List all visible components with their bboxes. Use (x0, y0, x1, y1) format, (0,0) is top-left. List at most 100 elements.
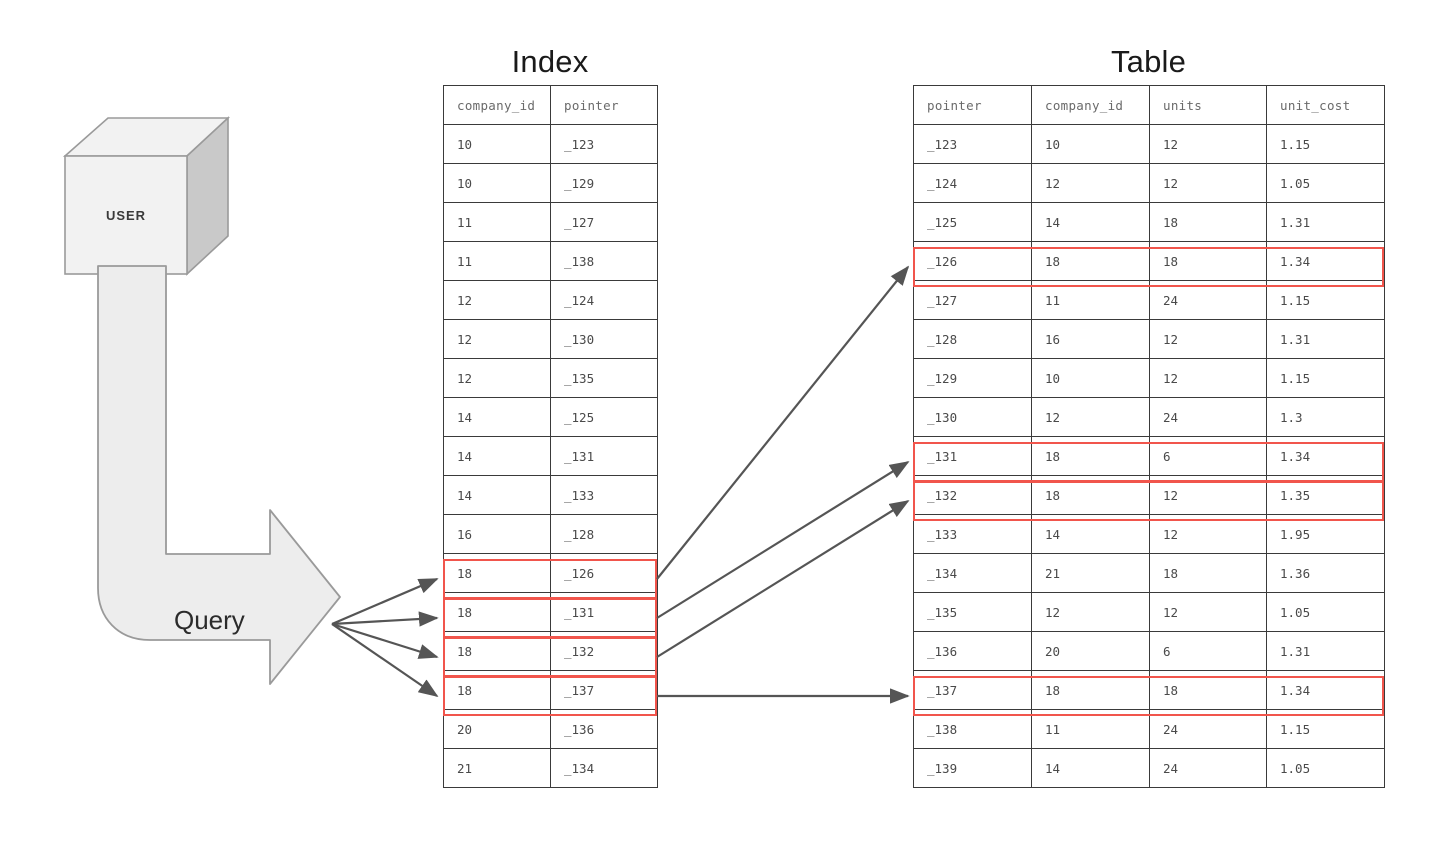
cell-company-id: 14 (443, 397, 551, 437)
cell-company-id: 11 (443, 241, 551, 281)
table-row: 10_123 (443, 124, 658, 164)
cell-company-id: 12 (1031, 592, 1150, 632)
cell-unit-cost: 1.3 (1266, 397, 1385, 437)
cell-units: 12 (1149, 358, 1267, 398)
cell-units: 12 (1149, 319, 1267, 359)
table-row: 10_129 (443, 163, 658, 203)
query-to-index-137 (331, 623, 439, 697)
table-row: 11_127 (443, 202, 658, 242)
cell-pointer: _124 (913, 163, 1032, 203)
cell-pointer: _124 (550, 280, 658, 320)
query-label: Query (174, 605, 245, 635)
cell-company-id: 12 (443, 358, 551, 398)
cell-units: 24 (1149, 280, 1267, 320)
index-header-row: company_id pointer (443, 85, 658, 125)
cell-pointer: _129 (913, 358, 1032, 398)
index-126-to-table-126 (656, 265, 910, 580)
cell-pointer: _130 (913, 397, 1032, 437)
cell-unit-cost: 1.36 (1266, 553, 1385, 593)
cell-company-id: 11 (443, 202, 551, 242)
index-131-to-table-131 (656, 461, 910, 619)
cell-company-id: 14 (1031, 748, 1150, 788)
cell-company-id: 14 (443, 475, 551, 515)
data-table-title: Table (1110, 44, 1187, 79)
cell-pointer: _134 (913, 553, 1032, 593)
cell-company-id: 12 (443, 319, 551, 359)
cell-company-id: 21 (443, 748, 551, 788)
user-actor-cube: USER (60, 108, 235, 278)
cell-pointer: _127 (550, 202, 658, 242)
table-row: 12_130 (443, 319, 658, 359)
table-row: 21_134 (443, 748, 658, 788)
cell-unit-cost: 1.31 (1266, 202, 1385, 242)
cell-pointer: _136 (913, 631, 1032, 671)
cell-units: 12 (1149, 124, 1267, 164)
index-table: company_id pointer 10_123 10_129 11_127 … (443, 85, 658, 788)
cell-unit-cost: 1.05 (1266, 748, 1385, 788)
cell-units: 6 (1149, 631, 1267, 671)
index-table-title: Index (511, 44, 589, 79)
cell-unit-cost: 1.15 (1266, 709, 1385, 749)
cell-pointer: _129 (550, 163, 658, 203)
cell-units: 24 (1149, 397, 1267, 437)
cell-pointer: _131 (550, 436, 658, 476)
cell-company-id: 16 (443, 514, 551, 554)
cell-pointer: _134 (550, 748, 658, 788)
cell-company-id: 14 (443, 436, 551, 476)
cell-pointer: _130 (550, 319, 658, 359)
cell-units: 24 (1149, 748, 1267, 788)
cell-unit-cost: 1.15 (1266, 124, 1385, 164)
data-col-unit-cost: unit_cost (1266, 85, 1385, 125)
query-to-index-132 (331, 622, 439, 659)
cell-unit-cost: 1.05 (1266, 163, 1385, 203)
index-col-pointer: pointer (550, 85, 658, 125)
cell-pointer: _135 (913, 592, 1032, 632)
data-col-company-id: company_id (1031, 85, 1150, 125)
cell-pointer: _136 (550, 709, 658, 749)
cell-pointer: _128 (913, 319, 1032, 359)
table-row: 11_138 (443, 241, 658, 281)
bent-arrow-icon (97, 265, 341, 685)
table-row: 12_135 (443, 358, 658, 398)
cell-units: 18 (1149, 202, 1267, 242)
cell-company-id: 14 (1031, 202, 1150, 242)
cell-pointer: _135 (550, 358, 658, 398)
index-132-to-table-132 (656, 500, 910, 658)
cell-unit-cost: 1.31 (1266, 319, 1385, 359)
query-to-index-131 (331, 611, 439, 627)
user-label: USER (105, 207, 147, 223)
cell-pointer: _139 (913, 748, 1032, 788)
cell-pointer: _125 (913, 202, 1032, 242)
cube-icon (62, 116, 231, 276)
cell-unit-cost: 1.15 (1266, 358, 1385, 398)
cell-pointer: _138 (550, 241, 658, 281)
cell-company-id: 10 (1031, 124, 1150, 164)
cell-company-id: 12 (1031, 397, 1150, 437)
cell-company-id: 21 (1031, 553, 1150, 593)
index-col-company-id: company_id (443, 85, 551, 125)
data-col-units: units (1149, 85, 1267, 125)
cell-pointer: _133 (550, 475, 658, 515)
query-to-index-126 (331, 577, 439, 626)
cell-units: 18 (1149, 553, 1267, 593)
cell-company-id: 10 (443, 163, 551, 203)
query-flow-arrow (88, 262, 348, 692)
table-row: 14_133 (443, 475, 658, 515)
data-col-pointer: pointer (913, 85, 1032, 125)
table-row: 16_128 (443, 514, 658, 554)
cell-units: 12 (1149, 163, 1267, 203)
cell-company-id: 20 (1031, 631, 1150, 671)
